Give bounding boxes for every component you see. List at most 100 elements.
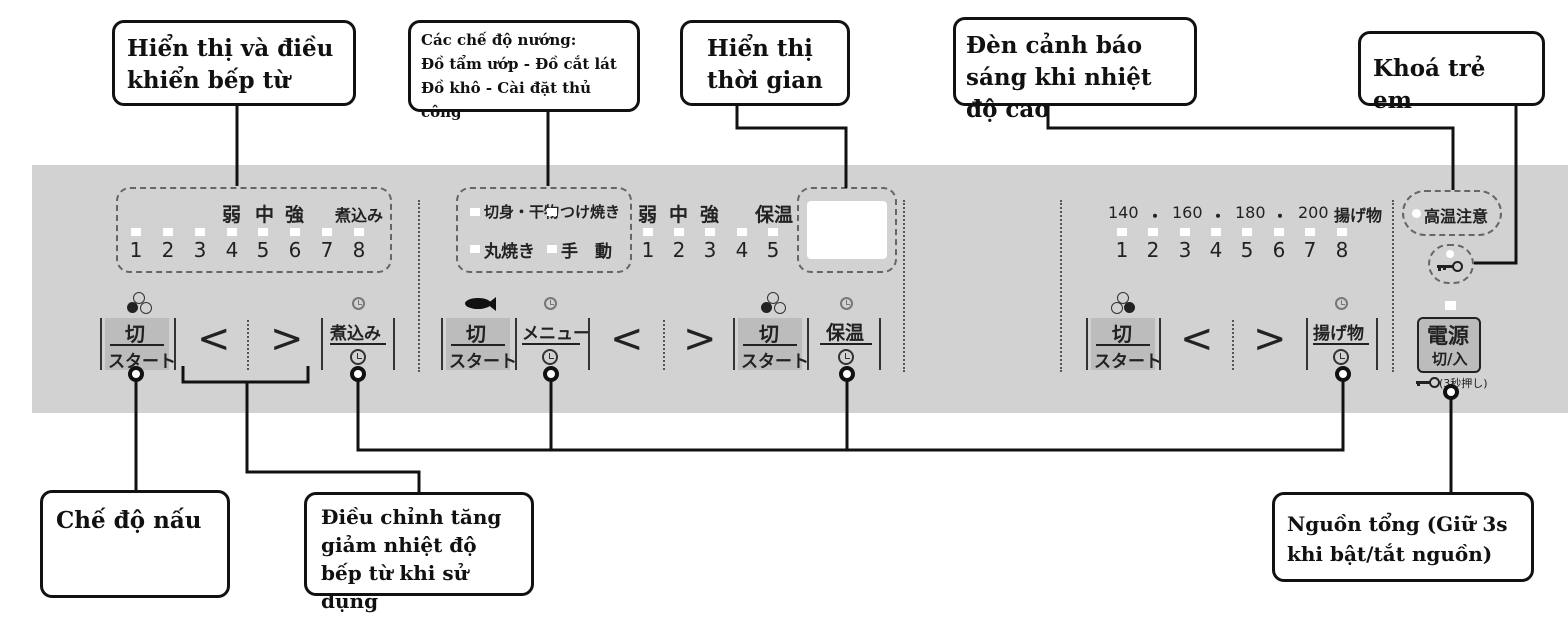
level-number: 4 [735,238,749,262]
level-number: 7 [320,238,334,262]
temp-label: 140 [1108,203,1139,222]
level-number: 8 [1335,238,1349,262]
level-label-weak: 弱 [222,204,242,226]
right-increase-button[interactable]: > [1253,316,1287,362]
connector-line [1474,106,1518,265]
start-button-top-label: 切 [125,322,145,346]
start-button-bottom-label: スタート [449,352,517,372]
temp-label: 180 [1235,203,1266,222]
divider [110,344,164,346]
level-number: 5 [1240,238,1254,262]
indicator-light [470,245,480,253]
left-decrease-button[interactable]: < [197,316,231,362]
indicator-light [1148,228,1158,236]
timer-indicator-icon [544,297,557,310]
divider [393,318,395,370]
connector-line [1046,106,1455,190]
level-number: 1 [641,238,655,262]
divider [1086,318,1088,370]
indicator-light [258,228,268,236]
divider [733,318,735,370]
simmer-button[interactable]: 煮込み [330,324,381,344]
divider [1306,318,1308,370]
high-temp-warning-group [1402,190,1502,236]
indicator-light [227,228,237,236]
start-button-top-label: 切 [466,322,486,346]
left-increase-button[interactable]: > [270,316,304,362]
callout-temp-adjust: Điều chỉnh tăng giảm nhiệt độ bếp từ khi… [304,492,534,613]
indicator-light [470,208,480,216]
indicator-light [547,208,557,216]
divider [247,320,249,370]
level-label-strong: 強 [285,204,305,226]
level-number: 6 [288,238,302,262]
grill-mode-group [456,187,632,273]
level-label-weak: 弱 [638,204,658,226]
divider [515,318,517,370]
callout-time-display: Hiển thị thời gian [680,20,850,106]
indicator-light [1180,228,1190,236]
divider [807,318,809,370]
callout-anchor-dot [1443,384,1459,400]
divider [588,318,590,370]
temp-separator: ・ [1272,207,1289,226]
divider [1096,344,1150,346]
callout-anchor-dot [839,366,855,382]
high-temp-warning-label: 高温注意 [1424,207,1489,226]
center-decrease-button[interactable]: < [610,316,644,362]
indicator-light [163,228,173,236]
indicator-light [705,228,715,236]
indicator-light [1337,228,1347,236]
zone-divider [1060,200,1062,372]
level-number: 3 [703,238,717,262]
level-number: 4 [225,238,239,262]
start-button-bottom-label: スタート [108,352,176,372]
start-button-top-label: 切 [1112,322,1132,346]
connector-line [356,374,1345,452]
callout-cook-mode: Chế độ nấu [40,490,230,598]
divider [451,344,505,346]
temp-label: 200 [1298,203,1329,222]
child-lock-light [1446,250,1454,258]
level-number: 5 [766,238,780,262]
indicator-light [547,245,557,253]
divider [174,318,176,370]
fish-icon [465,298,491,309]
connector-line [245,382,421,492]
timer-icon [838,349,854,365]
level-number: 6 [1272,238,1286,262]
level-number: 2 [1146,238,1160,262]
indicator-light [322,228,332,236]
grill-mode-whole: 丸焼き [484,242,535,262]
timer-indicator-icon [352,297,365,310]
level-label-keep-warm: 保温 [755,204,794,226]
center-increase-button[interactable]: > [683,316,717,362]
power-button[interactable] [1417,317,1481,373]
level-number: 4 [1209,238,1223,262]
indicator-light [643,228,653,236]
level-label-strong: 強 [700,204,720,226]
power-indicator-light [1445,301,1456,310]
zone-divider [1392,200,1394,372]
callout-grill-modes: Các chế độ nướng: Đồ tẩm ướp - Đồ cắt lá… [408,20,640,121]
left-zone-display-group [116,187,392,273]
level-number: 7 [1303,238,1317,262]
start-button-bottom-label: スタート [1094,352,1162,372]
grill-mode-marinated: つけ焼き [560,203,621,221]
grill-menu-button[interactable]: メニュー [522,324,590,344]
indicator-light [290,228,300,236]
temp-label: 160 [1172,203,1203,222]
fry-button[interactable]: 揚げ物 [1313,324,1364,344]
indicator-light [1274,228,1284,236]
timer-icon [350,349,366,365]
level-number: 1 [129,238,143,262]
keep-warm-button[interactable]: 保温 [826,322,865,344]
level-number: 1 [1115,238,1129,262]
zone-divider [418,200,420,372]
temp-separator: ・ [1147,207,1164,226]
timer-icon [542,349,558,365]
level-label-simmer: 煮込み [335,206,384,225]
level-label-medium: 中 [255,204,275,226]
right-decrease-button[interactable]: < [1180,316,1214,362]
